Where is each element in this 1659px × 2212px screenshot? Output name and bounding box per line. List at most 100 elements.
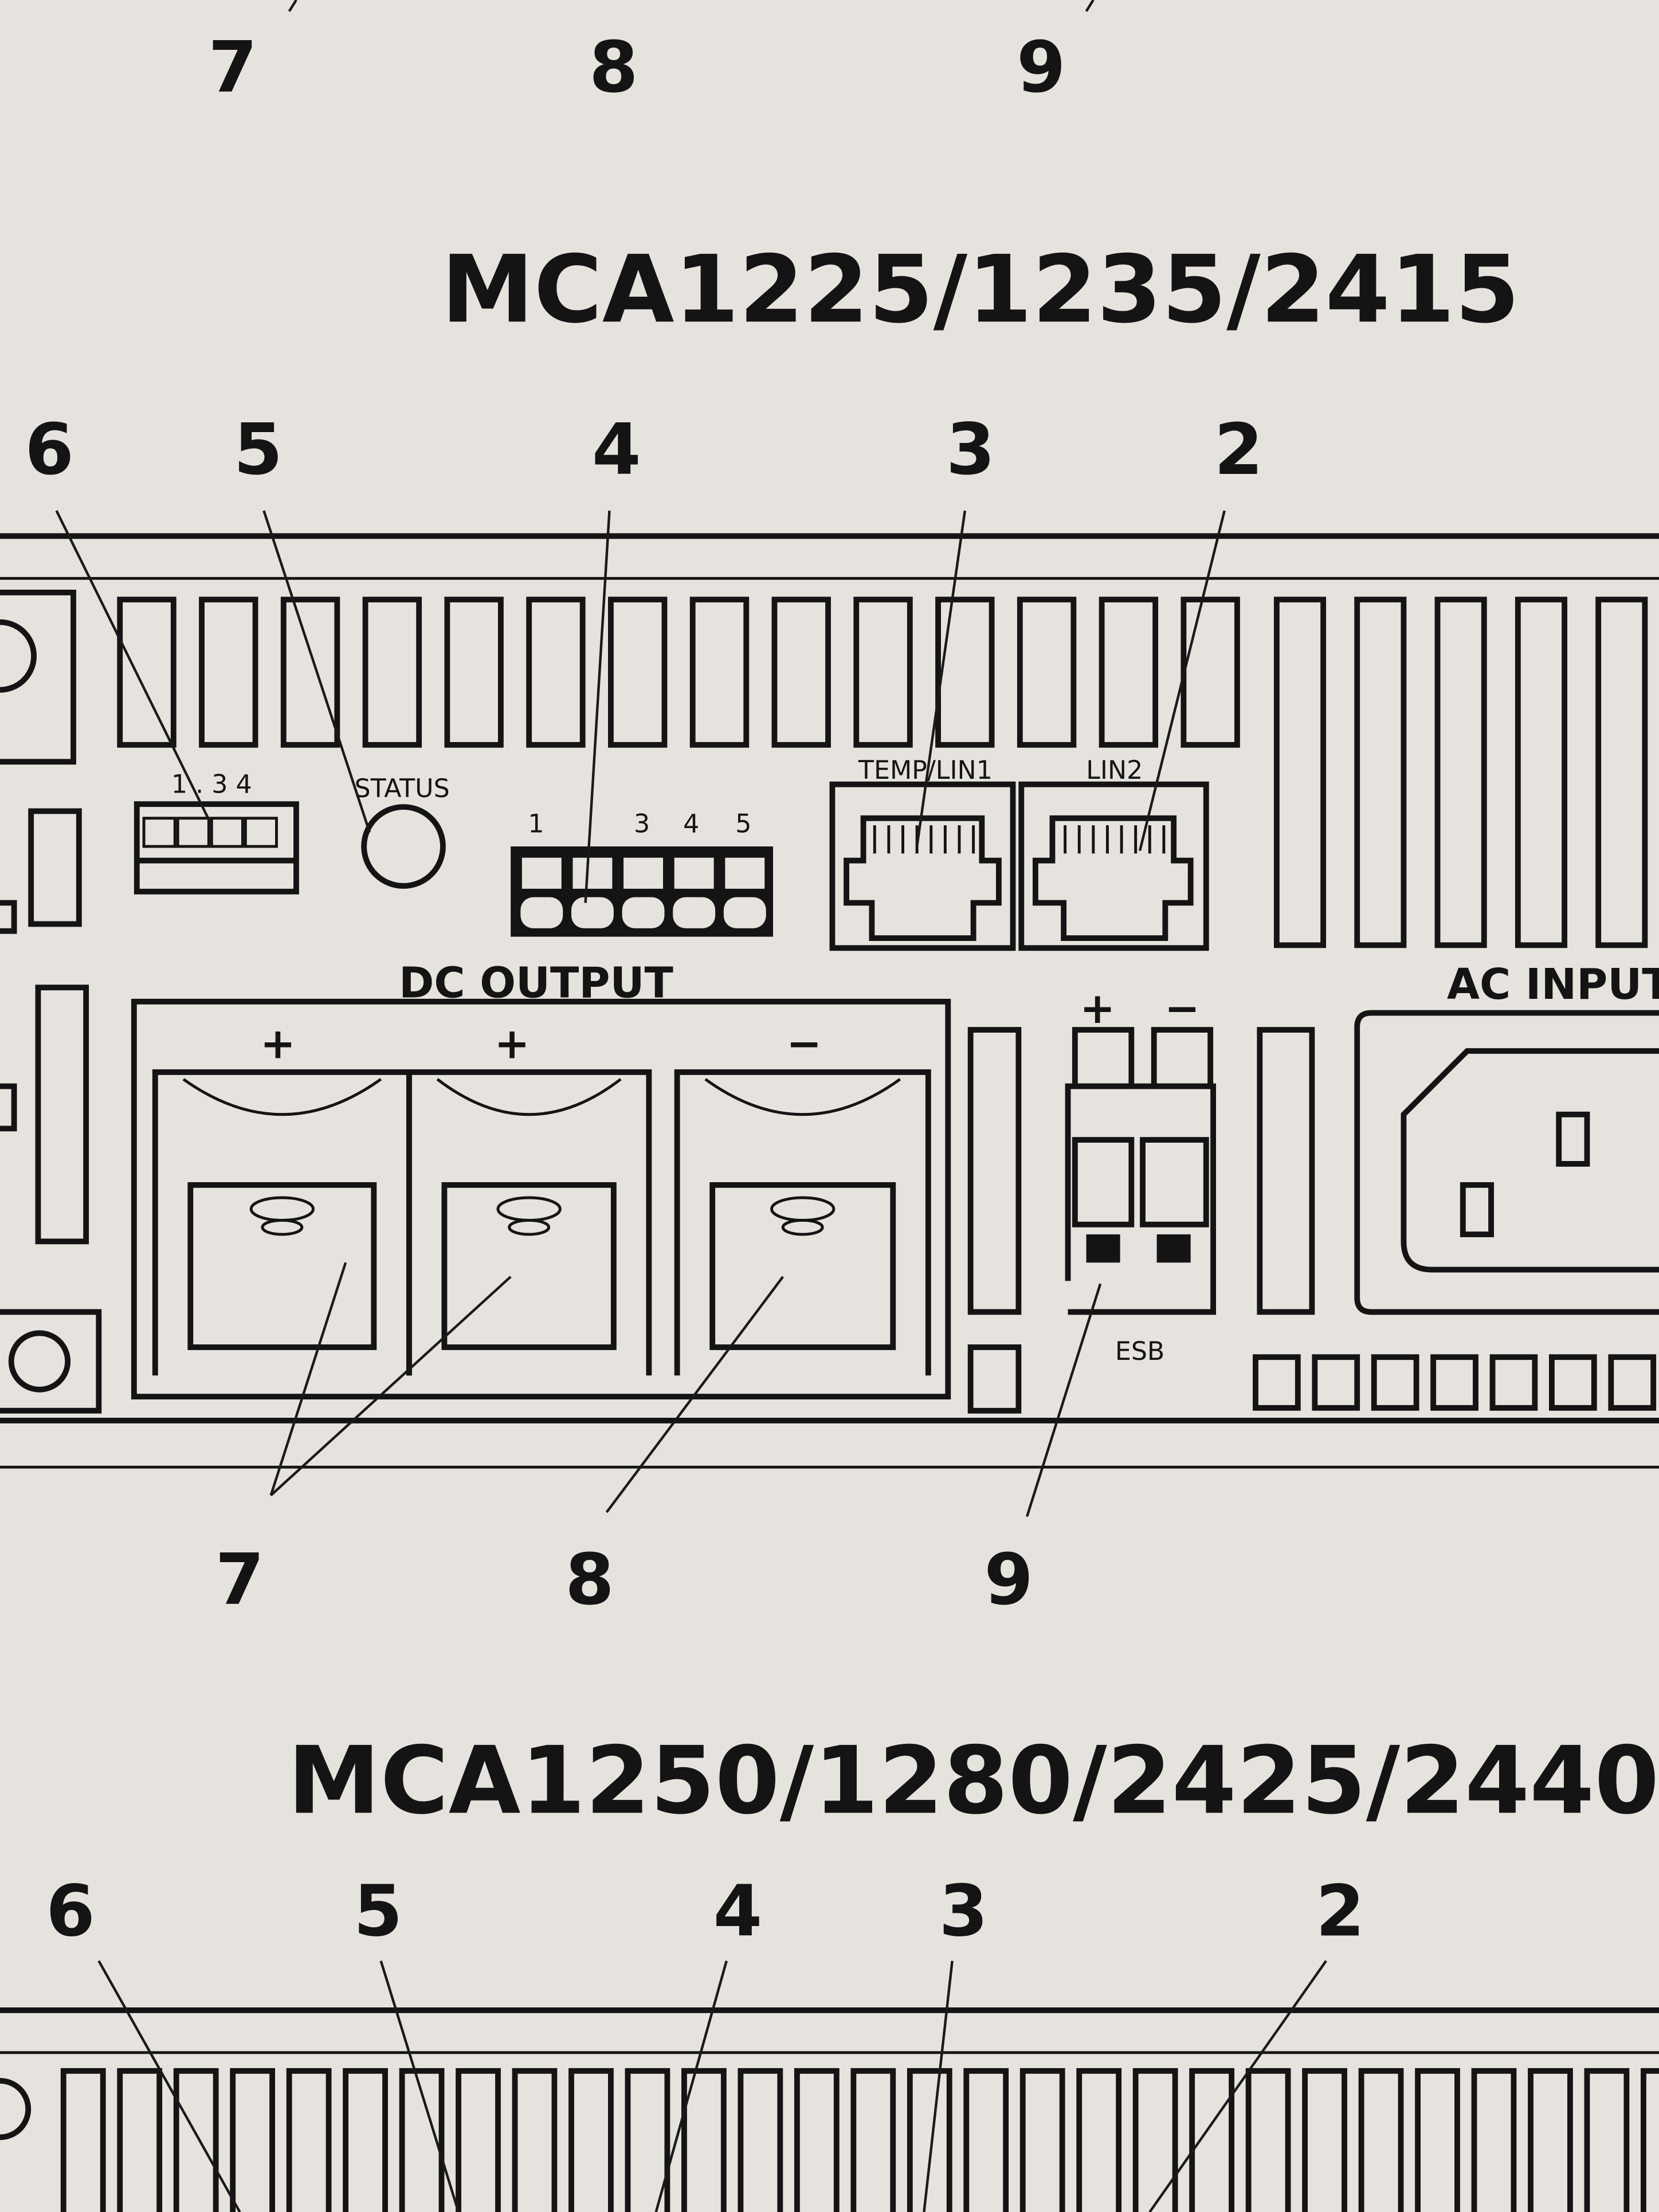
model-1-top-callouts: 6 5 4 3 2	[25, 409, 1263, 491]
vent-slot	[173, 2068, 219, 2212]
terminal-block[interactable]	[511, 846, 774, 937]
dip-switch[interactable]	[134, 801, 299, 895]
vent-slot	[1017, 597, 1077, 748]
dc-plus-2: +	[495, 1019, 530, 1068]
vent-slot	[230, 2068, 276, 2212]
vent-slot	[1076, 2068, 1122, 2212]
vent-slot	[526, 597, 586, 748]
rj-port-lin2[interactable]	[1018, 781, 1209, 951]
mounting-hole	[0, 619, 37, 693]
status-label: STATUS	[354, 774, 449, 803]
vent-slot	[568, 2068, 614, 2212]
terminal-socket[interactable]	[622, 897, 665, 928]
vent-square	[1371, 1354, 1419, 1411]
dc-output-area	[131, 998, 951, 1400]
dc-minus: −	[786, 1019, 822, 1068]
vent-slot	[738, 2068, 783, 2212]
model-2-title: MCA1250/1280/2425/2440	[288, 1727, 1659, 1835]
panel-1: 1 . 3 4 STATUS 1 3 4 5 TEMP/LIN1 LIN2	[0, 533, 1659, 1469]
callout-8: 8	[589, 27, 638, 109]
vent-slot	[689, 597, 750, 748]
vent-slot	[771, 597, 831, 748]
terminal-label-1: 1	[528, 809, 544, 838]
vent-square	[1312, 1354, 1360, 1411]
ac-input-socket[interactable]	[1354, 1010, 1659, 1315]
vent-slot	[1354, 597, 1407, 948]
model-2-top-callouts: 6 5 4 3 2	[46, 1871, 1364, 1953]
esb-plus: +	[1080, 984, 1115, 1033]
callout-3: 3	[946, 409, 995, 491]
vent-slot	[343, 2068, 388, 2212]
port-2-label: LIN2	[1086, 756, 1143, 785]
vent-slot	[280, 597, 340, 748]
callout-3: 3	[939, 1871, 989, 1953]
vent-slot	[1245, 2068, 1291, 2212]
vent-slot	[444, 597, 504, 748]
terminal-screw	[725, 857, 765, 889]
dc-output-terminal[interactable]	[406, 1069, 652, 1376]
terminal-screw	[674, 857, 714, 889]
vent-slot	[1358, 2068, 1404, 2212]
ac-input-label: AC INPUT	[1447, 960, 1659, 1009]
rj-port-temp-lin1[interactable]	[829, 781, 1016, 951]
callout-4: 4	[713, 1871, 763, 1953]
vent-square	[1608, 1354, 1657, 1411]
terminal-screw	[521, 857, 562, 889]
vent-slot	[1584, 2068, 1630, 2212]
vent-slot	[608, 597, 668, 748]
vent-slot	[1415, 2068, 1460, 2212]
leader-lines	[55, 510, 1226, 1517]
vent-slot	[286, 2068, 332, 2212]
vent-slots	[117, 597, 1240, 748]
terminal-socket[interactable]	[571, 897, 614, 928]
vent-slot	[1595, 597, 1648, 948]
model-1-bottom-callouts: 7 8 9	[215, 1539, 1033, 1621]
vent-slot	[117, 597, 177, 748]
callout-9: 9	[1017, 27, 1066, 109]
vent-slot	[1273, 597, 1327, 948]
vent-slot	[963, 2068, 1009, 2212]
top-callouts: 7 8 9	[208, 0, 1095, 109]
esb-label: ESB	[1115, 1337, 1165, 1366]
vent-slot	[1302, 2068, 1347, 2212]
vent-square	[1253, 1354, 1301, 1411]
vent-slot	[853, 597, 913, 748]
terminal-socket[interactable]	[673, 897, 716, 928]
dip-switch-labels: 1 . 3 4	[171, 770, 252, 799]
tall-vent-slots	[1273, 597, 1648, 948]
terminal-label-4: 4	[683, 809, 699, 838]
vent-slot	[794, 2068, 840, 2212]
vent-slot	[1471, 2068, 1517, 2212]
terminal-label-5: 5	[735, 809, 751, 838]
vent-slot	[1099, 597, 1159, 748]
callout-5: 5	[234, 409, 283, 491]
dc-plus-1: +	[260, 1019, 296, 1068]
callout-4: 4	[592, 409, 641, 491]
vent-square	[1489, 1354, 1538, 1411]
panel-2	[0, 1960, 1659, 2212]
terminal-screw	[623, 857, 664, 889]
vent-slot	[1019, 2068, 1065, 2212]
vent-slot	[117, 2068, 163, 2212]
vent-square	[1548, 1354, 1597, 1411]
bottom-vent-squares	[1253, 1354, 1657, 1411]
vent-slot	[935, 597, 995, 748]
vent-slot	[1189, 2068, 1235, 2212]
vent-square	[1430, 1354, 1478, 1411]
callout-2: 2	[1316, 1871, 1365, 1953]
terminal-labels: 1 3 4 5	[528, 809, 751, 838]
status-led	[361, 804, 446, 889]
terminal-socket[interactable]	[520, 897, 563, 928]
vent-slot	[456, 2068, 501, 2212]
esb-connector[interactable]	[1065, 1027, 1217, 1315]
callout-6: 6	[25, 409, 74, 491]
vent-slot	[512, 2068, 558, 2212]
callout-5: 5	[354, 1871, 403, 1953]
dc-output-terminal[interactable]	[674, 1069, 931, 1376]
vent-slot	[1528, 2068, 1573, 2212]
callout-8: 8	[565, 1539, 614, 1621]
callout-7: 7	[215, 1539, 265, 1621]
callout-7: 7	[208, 27, 257, 109]
terminal-socket[interactable]	[723, 897, 766, 928]
